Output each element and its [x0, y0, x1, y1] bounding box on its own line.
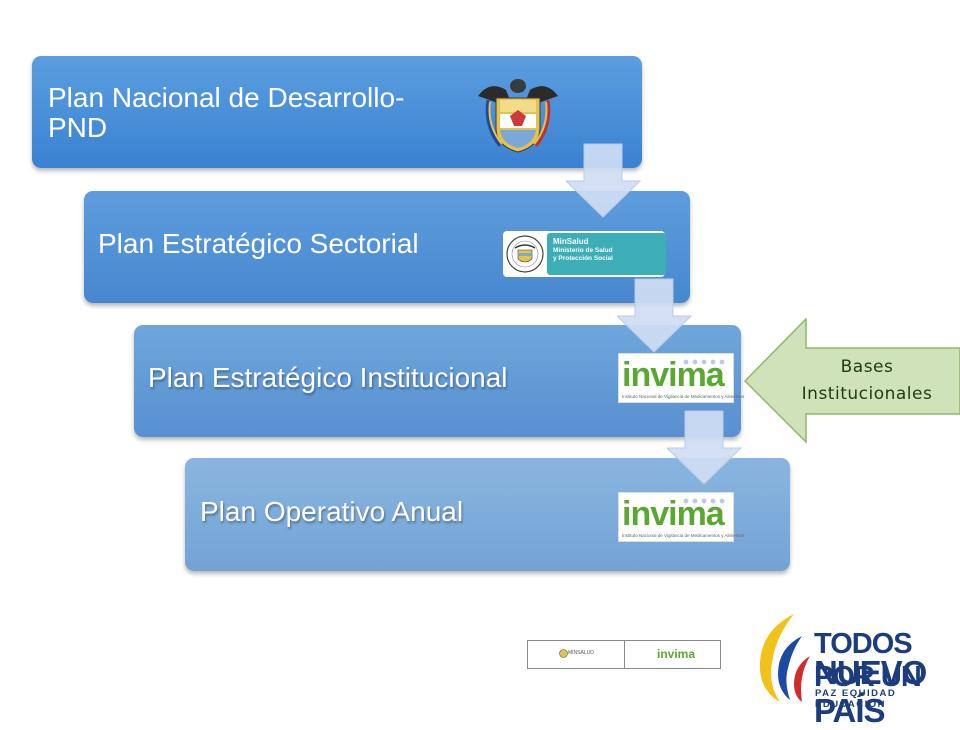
minsalud-brand: MinSalud — [553, 237, 589, 246]
colombia-coat-of-arms-icon — [478, 79, 558, 153]
level-box-sectorial: Plan Estratégico Sectorial MinSalud Mini… — [84, 191, 690, 303]
invima-subtitle: Instituto Nacional de Vigilancia de Medi… — [622, 533, 745, 538]
invima-dots-icon — [683, 359, 725, 365]
down-arrow-icon — [617, 278, 693, 353]
level-label-pnd: Plan Nacional de Desarrollo-PND — [48, 82, 405, 143]
footer-ministry-text: MINSALUD — [568, 650, 594, 656]
level-label-sectorial: Plan Estratégico Sectorial — [98, 228, 419, 259]
level-label-institucional: Plan Estratégico Institucional — [148, 362, 508, 393]
down-arrow-icon — [667, 410, 743, 485]
footer-cell-invima: invima — [625, 641, 720, 668]
footer-invima-text: invima — [657, 647, 696, 661]
invima-dots-icon — [683, 498, 725, 504]
footer-cell-ministry: MINSALUD — [528, 641, 625, 668]
left-arrow-icon — [744, 318, 960, 444]
minsalud-line1: Ministerio de Salud — [553, 247, 613, 254]
invima-logo: invima Instituto Nacional de Vigilancia … — [618, 492, 744, 542]
minsalud-card: MinSalud Ministerio de Salud y Protecció… — [547, 233, 666, 275]
invima-wordmark: invima — [622, 356, 725, 394]
side-arrow-line2: Institucionales — [801, 384, 933, 404]
level-label-operativo: Plan Operativo Anual — [200, 496, 464, 527]
slogan-tagline: PAZ EQUIDAD EDUCACIÓN — [815, 688, 897, 710]
level-box-institucional: Plan Estratégico Institucional invima In… — [134, 325, 744, 437]
side-arrow-label: Bases Institucionales — [782, 354, 952, 408]
footer-logo-table: MINSALUD invima — [527, 640, 721, 669]
down-arrow-icon — [566, 143, 642, 218]
colombia-seal-icon — [506, 235, 544, 273]
level-box-pnd: Plan Nacional de Desarrollo-PND — [32, 56, 642, 168]
invima-subtitle: Instituto Nacional de Vigilancia de Medi… — [622, 394, 745, 399]
level-box-operativo: Plan Operativo Anual invima Instituto Na… — [185, 458, 790, 571]
minsalud-logo: MinSalud Ministerio de Salud y Protecció… — [503, 231, 666, 277]
minsalud-line2: y Protección Social — [553, 255, 613, 262]
invima-wordmark: invima — [622, 495, 725, 533]
slogan-line1: TODOS POR UN — [814, 628, 922, 693]
colombia-seal-icon — [559, 649, 568, 658]
side-arrow-line1: Bases — [840, 357, 894, 377]
todos-por-un-nuevo-pais-emblem-icon — [759, 614, 810, 702]
invima-logo: invima Instituto Nacional de Vigilancia … — [618, 353, 744, 403]
